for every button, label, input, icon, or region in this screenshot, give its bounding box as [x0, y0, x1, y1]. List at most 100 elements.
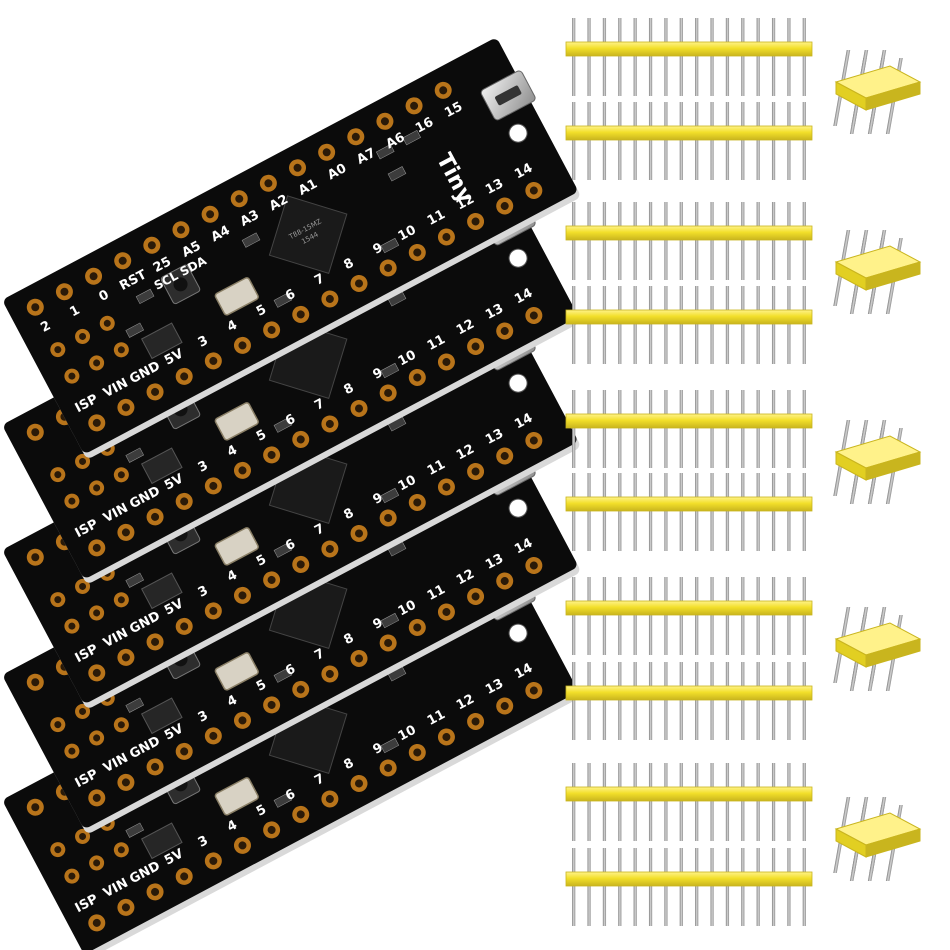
header-pin [771, 286, 776, 364]
header-pin [648, 202, 653, 280]
pin-header-strips [565, 18, 813, 926]
header-pin [602, 473, 607, 551]
header-pin [648, 286, 653, 364]
smd-component [273, 792, 293, 808]
smd-component [273, 667, 293, 683]
pad-hole [238, 841, 247, 850]
header-plastic [565, 871, 813, 887]
header-pin [679, 202, 683, 280]
header-pin [787, 577, 791, 655]
header-pin [618, 390, 622, 468]
pad-hole [471, 467, 480, 476]
header-pin [633, 848, 637, 926]
pad-hole [267, 325, 276, 334]
header-plastic [565, 225, 813, 241]
pad-hole [180, 497, 189, 506]
pad-hole [322, 148, 331, 157]
header-pin [633, 763, 637, 841]
header-pin [802, 390, 806, 468]
header-pin [787, 390, 791, 468]
header-pin [587, 763, 591, 841]
pad-hole [180, 372, 189, 381]
header-pin [679, 18, 683, 96]
header-pin [787, 848, 791, 926]
pad-hole [238, 591, 247, 600]
pad-hole [93, 859, 101, 867]
header-pin [572, 662, 576, 740]
header-pin [741, 390, 745, 468]
header-pin [572, 763, 576, 841]
pad-hole [92, 668, 101, 677]
header-pin [695, 202, 699, 280]
pad-hole [176, 225, 185, 234]
pad-hole [325, 669, 334, 678]
header-pin [695, 286, 699, 364]
header-pin [633, 473, 637, 551]
smd-component [125, 572, 145, 588]
header-pin [679, 286, 683, 364]
header-pin [710, 390, 714, 468]
header-plastic [565, 685, 813, 701]
smd-component [380, 487, 400, 504]
header-pin [756, 18, 760, 96]
header-plastic [565, 496, 813, 512]
pad-hole [355, 529, 364, 538]
pad-hole [180, 872, 189, 881]
pad-hole [93, 484, 101, 492]
header-pin [602, 390, 607, 468]
smd-component [125, 822, 145, 838]
header-pin [648, 662, 653, 740]
header-pin [618, 473, 622, 551]
header-plastic [565, 309, 813, 325]
header-pin [602, 848, 607, 926]
smd-component [375, 144, 395, 160]
header-pin [771, 473, 776, 551]
pad-hole [54, 471, 62, 479]
header-pin [648, 390, 653, 468]
voltage-regulator [140, 447, 183, 485]
pad-hole [529, 186, 538, 195]
header-pin [602, 763, 607, 841]
small-pin-header [833, 607, 922, 691]
smd-component [135, 288, 155, 305]
pad-hole [79, 582, 87, 590]
mounting-hole [508, 498, 528, 518]
pad-hole [92, 793, 101, 802]
pad-hole [296, 560, 305, 569]
header-pin [618, 577, 622, 655]
pad-hole [238, 341, 247, 350]
mounting-hole [508, 248, 528, 268]
header-pin [633, 18, 637, 96]
smd-component [241, 232, 261, 248]
pad-hole [209, 731, 218, 740]
small-pin-header [833, 50, 922, 134]
pad-hole [31, 428, 40, 437]
pad-hole [529, 561, 538, 570]
pad-hole [267, 825, 276, 834]
pad-hole [471, 592, 480, 601]
pad-hole [206, 210, 215, 219]
pad-hole [118, 256, 127, 265]
pad-hole [380, 117, 389, 126]
header-pin [741, 473, 745, 551]
pin-header-strip [565, 286, 813, 364]
header-pin [741, 577, 745, 655]
header-pin [802, 473, 806, 551]
header-pin [802, 848, 806, 926]
header-pin [741, 202, 745, 280]
smd-component [380, 612, 400, 629]
header-pin [756, 577, 760, 655]
pad-hole [355, 654, 364, 663]
header-pin [633, 577, 637, 655]
pad-hole [93, 359, 101, 367]
pad-hole [209, 856, 218, 865]
pad-hole [293, 163, 302, 172]
pad-hole [355, 779, 364, 788]
voltage-regulator [140, 572, 183, 610]
pad-hole [54, 721, 62, 729]
header-pin [633, 390, 637, 468]
header-pin [787, 763, 791, 841]
crystal-oscillator [214, 777, 259, 816]
pin-header-strip [565, 848, 813, 926]
